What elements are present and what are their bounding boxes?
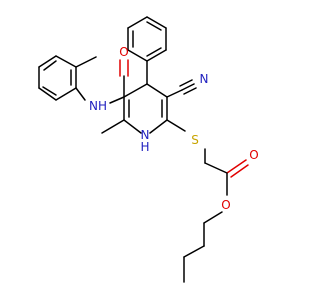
atom-n-nitrile: N: [200, 72, 209, 86]
atom-o-carbonyl: O: [249, 148, 258, 162]
atom-labels: NH O N H N S O O: [89, 45, 259, 212]
atom-s-thio: S: [191, 133, 199, 147]
atom-n-ring: N: [141, 128, 150, 142]
molecule-structure: NH O N H N S O O: [38, 16, 259, 283]
atom-o-amide: O: [119, 45, 128, 59]
bond-skeleton: [38, 16, 249, 283]
atom-o-ester: O: [221, 198, 230, 212]
atom-h-ring: H: [140, 140, 149, 154]
atom-nh-amide: NH: [89, 99, 107, 113]
